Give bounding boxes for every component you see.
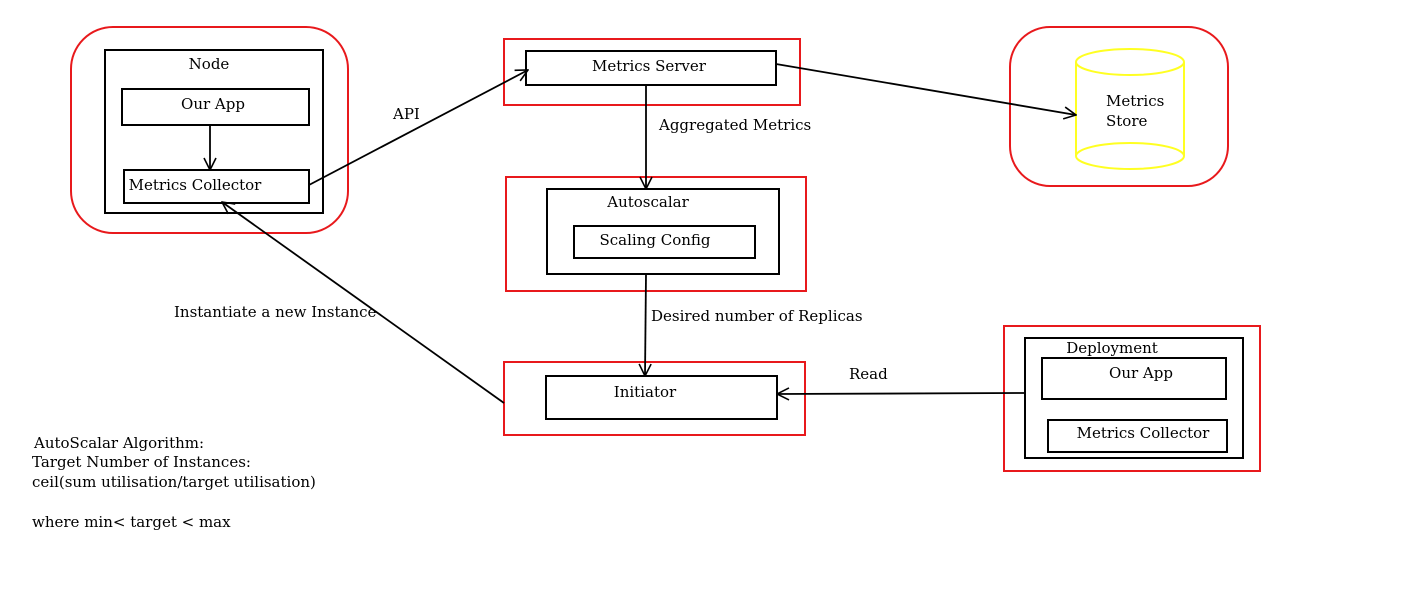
algorithm-note-formula: ceil(sum utilisation/target utilisation) [32,473,316,491]
deployment-our-app-box [1041,357,1227,400]
autoscalar-title: Autoscalar [606,193,689,211]
initiator-label: Initiator [614,383,677,401]
deployment-our-app-label: Our App [1109,364,1173,382]
metrics-store-group-border [1009,26,1229,187]
edge-read [777,393,1026,394]
edge-api [308,70,528,186]
deployment-metrics-collector-label: Metrics Collector [1077,424,1211,442]
autoscalar-group-border [505,176,807,292]
metrics-collector-label: Metrics Collector [129,176,263,194]
autoscalar-box [546,188,780,275]
initiator-group-border [503,361,806,436]
metrics-store-cylinder-top [1075,48,1185,76]
edge-server-to-store [775,63,1076,115]
metrics-store-label-line1: Metrics [1106,92,1164,110]
our-app-label: Our App [181,95,245,113]
algorithm-note-title: AutoScalar Algorithm: [33,434,204,452]
edge-instantiate [222,202,505,404]
metrics-store-cylinder-bottom [1075,142,1185,170]
algorithm-note-constraint: where min< target < max [32,513,231,531]
edge-label-api: API [392,105,420,123]
deployment-box [1024,337,1244,459]
our-app-box [121,88,310,126]
metrics-server-box [525,50,777,86]
scaling-config-label: Scaling Config [599,231,710,249]
edge-label-aggregated-metrics: Aggregated Metrics [658,116,811,134]
edge-label-instantiate: Instantiate a new Instance [174,303,377,321]
edge-desired-replicas [645,273,646,376]
scaling-config-box [573,225,756,259]
metrics-store-label-line2: Store [1106,112,1148,130]
node-group-border [70,26,349,234]
edge-label-read: Read [849,365,888,383]
node-title: Node [189,55,230,73]
algorithm-note-target: Target Number of Instances: [32,453,251,471]
deployment-metrics-collector-box [1047,419,1228,453]
deployment-group-border [1003,325,1261,472]
metrics-server-group-border [503,38,801,106]
deployment-title: Deployment [1066,339,1158,357]
node-box [104,49,324,214]
edge-label-desired-replicas: Desired number of Replicas [651,307,863,325]
metrics-server-label: Metrics Server [592,57,707,75]
